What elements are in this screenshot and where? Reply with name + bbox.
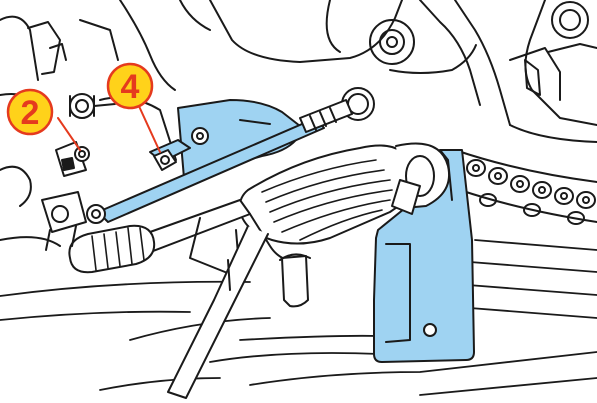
swingarm-bracket <box>509 0 597 143</box>
footpeg-mounting-plate <box>373 149 475 363</box>
callout-4: 4 <box>106 62 161 153</box>
shift-rod-upper-nut <box>153 149 177 171</box>
shift-pedal-rubber <box>68 224 156 274</box>
drive-chain <box>454 149 597 225</box>
footpeg-pivot <box>391 142 450 215</box>
callout-circle-icon <box>6 88 54 136</box>
rod-lower-end <box>41 191 106 251</box>
callout-label-4: 4 <box>121 68 140 106</box>
lever-pivot-bolt <box>69 93 116 119</box>
callout-circle-icon <box>106 62 154 110</box>
footpeg-post <box>279 253 311 308</box>
frame-pivot-boss <box>369 19 415 65</box>
shift-lever-pinch-bolt <box>55 141 90 177</box>
callout-label-2: 2 <box>21 94 40 132</box>
side-stand <box>167 225 269 399</box>
engine-case-fins <box>0 239 597 396</box>
chain-links <box>466 159 596 225</box>
rod-upper-ball-joint <box>299 87 375 133</box>
callout-2: 2 <box>6 88 81 151</box>
